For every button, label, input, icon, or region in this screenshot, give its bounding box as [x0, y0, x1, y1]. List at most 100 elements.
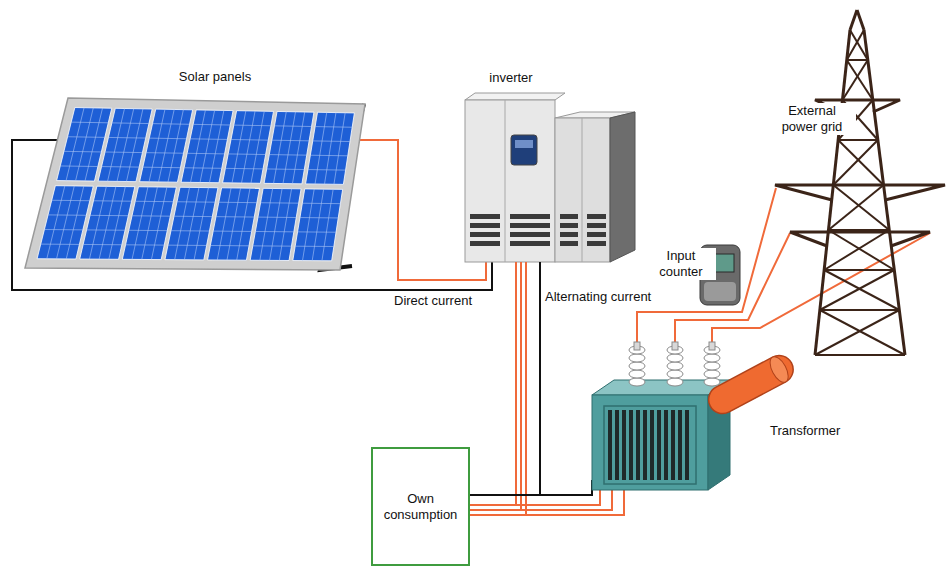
tower-brace [828, 185, 883, 230]
tower-brace [815, 310, 899, 355]
cabinet-divider [505, 100, 506, 262]
tower-strut [815, 354, 905, 356]
winding-bar [671, 410, 675, 480]
vent-slot [587, 214, 606, 219]
winding-bar [622, 410, 626, 480]
cell-grid-line [292, 112, 304, 184]
cell-grid-line [68, 136, 105, 138]
solar-cell [250, 188, 301, 260]
vent-slot [470, 214, 500, 219]
cell-grid-line [108, 108, 125, 181]
cell-grid-line [168, 245, 207, 246]
cell-grid-line [60, 165, 98, 167]
part-label: inverter [487, 70, 534, 86]
cell-grid-line [274, 112, 287, 184]
winding-bar [678, 410, 682, 480]
tank-front [592, 395, 708, 490]
cell-grid-line [184, 188, 199, 260]
cell-grid-line [57, 186, 75, 259]
vent-slot [470, 232, 500, 237]
vent-slot [510, 214, 550, 219]
cell-grid-line [255, 231, 293, 232]
cell-grid-line [194, 188, 208, 260]
winding-bar [615, 410, 619, 480]
cell-grid-line [159, 109, 175, 181]
box-text: Own consumption [377, 491, 464, 523]
tower-brace [838, 140, 883, 185]
tower-brace [847, 30, 864, 60]
tower-brace [833, 140, 878, 185]
cell-grid-line [315, 126, 352, 128]
inverter-display [511, 135, 537, 165]
insulator-disc [704, 354, 720, 362]
cell-grid-line [303, 189, 315, 261]
inverter-cabinet [465, 93, 635, 262]
cell-grid-line [171, 230, 209, 231]
vent-slot [587, 232, 606, 237]
cell-grid-line [90, 215, 128, 216]
transmission-tower [775, 10, 945, 355]
cell-grid-line [177, 201, 215, 202]
tower-strut [833, 184, 883, 186]
tower-brace [850, 30, 868, 60]
tower-strut [828, 229, 889, 231]
cell-grid-line [126, 109, 142, 182]
tower-brace [824, 230, 889, 270]
cell-grid-line [187, 153, 224, 155]
part-label: Direct current [392, 293, 474, 309]
cell-grid-line [151, 187, 166, 259]
cell-grid-line [234, 125, 271, 127]
cell-grid-line [44, 229, 82, 230]
cell-grid-line [184, 167, 222, 169]
insulator-disc [704, 370, 720, 378]
vent-slot [510, 223, 550, 228]
tower-strut [820, 309, 899, 311]
cell-grid-line [83, 244, 122, 245]
cell-grid-line [109, 187, 125, 260]
cabinet-side [610, 112, 635, 262]
tower-brace [847, 60, 873, 100]
vent-slot [560, 223, 578, 228]
cell-grid-line [334, 113, 345, 184]
winding-bar [650, 410, 654, 480]
part-label: Alternating current [543, 289, 653, 305]
display-screen [515, 140, 533, 148]
vent-slot [510, 241, 550, 246]
tower-brace [820, 270, 894, 310]
cabinet-divider [582, 118, 583, 262]
solar-cells [37, 108, 354, 261]
part-label: Solar panels [177, 69, 253, 85]
winding-bar [608, 410, 612, 480]
cell-grid-line [260, 188, 273, 260]
solar-cell [264, 111, 314, 183]
insulator-disc [629, 378, 645, 386]
consumer-box: Own consumption [371, 447, 470, 566]
part-label: Input counter [646, 248, 716, 280]
tower-brace [842, 60, 867, 100]
cell-grid-line [112, 122, 149, 124]
cell-grid-line [52, 200, 90, 201]
cell-grid-line [310, 155, 347, 157]
cell-grid-line [105, 152, 142, 154]
cell-grid-line [228, 153, 265, 155]
cell-grid-line [168, 110, 183, 182]
bushing-cap [709, 342, 715, 350]
cell-grid-line [76, 108, 94, 181]
cell-grid-line [41, 244, 80, 245]
cell-grid-line [129, 230, 167, 231]
cell-grid-line [66, 108, 84, 181]
cell-grid-line [93, 200, 131, 201]
cell-grid-line [302, 203, 340, 204]
cell-grid-line [269, 154, 306, 156]
insulator-disc [667, 354, 683, 362]
cell-grid-line [175, 187, 190, 259]
cell-grid-line [267, 168, 305, 170]
cell-grid-line [274, 125, 311, 127]
vent-slot [560, 241, 578, 246]
cell-grid-line [191, 110, 206, 182]
tower-strut [838, 139, 878, 141]
bushing-cap [634, 342, 640, 350]
cell-grid-line [308, 169, 346, 171]
